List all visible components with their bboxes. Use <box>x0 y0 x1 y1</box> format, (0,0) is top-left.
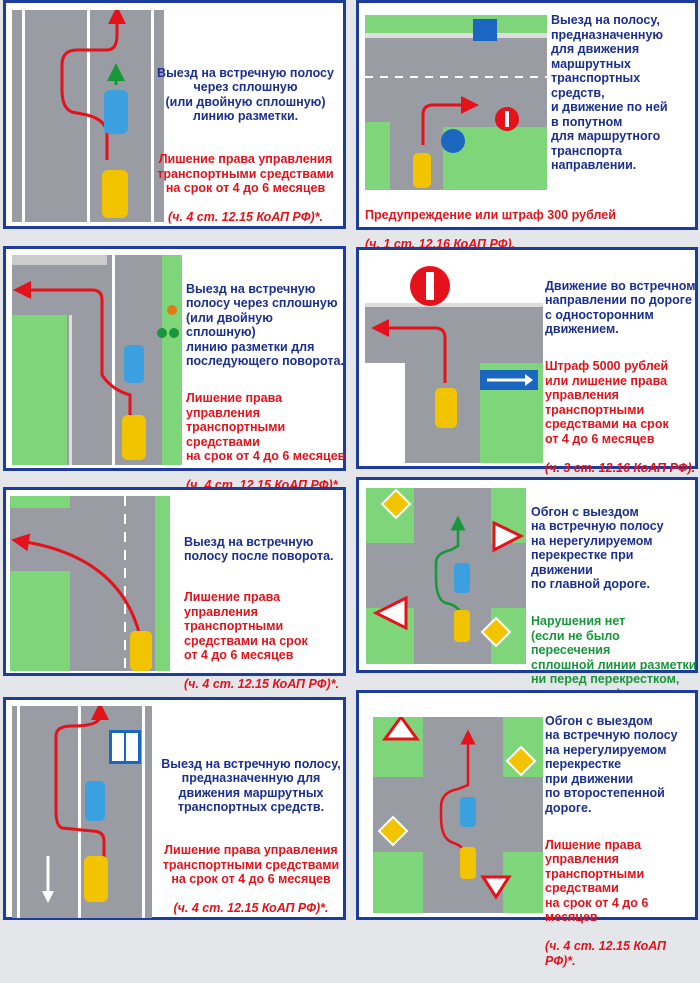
blue-car <box>454 563 470 593</box>
yield-sign <box>492 520 525 553</box>
traffic-light <box>157 305 179 338</box>
penalty: Лишение права управления транспортными с… <box>162 843 340 886</box>
law-reference: (ч. 3 ст. 12.16 КоАП РФ). <box>545 460 696 475</box>
diagram-after-turn <box>10 496 170 671</box>
penalty: Лишение права управления транспортными с… <box>157 152 334 195</box>
description: Выезд на полосу, предназначенную для дви… <box>551 13 668 172</box>
yield-sign <box>480 875 512 900</box>
bus-lane-sign <box>473 19 497 41</box>
blue-car <box>124 345 144 383</box>
diagram-oncoming-solid <box>12 10 164 222</box>
diagram-bus-lane <box>365 15 547 190</box>
diagram-one-way <box>365 258 543 463</box>
yellow-car <box>122 415 146 460</box>
diagram-secondary-road <box>373 717 543 913</box>
panel-overtake-main-road: Обгон с выездом на встречную полосу на н… <box>356 477 698 701</box>
bus-lane-sign <box>109 730 141 764</box>
description: Выезд на встречную полосу после поворота… <box>184 534 334 564</box>
description: Обгон с выездом на встречную полосу на н… <box>531 504 664 592</box>
yellow-car <box>130 631 152 671</box>
panel-bus-lane-same-direction: Выезд на полосу, предназначенную для дви… <box>356 0 698 251</box>
panel-oncoming-solid-line: Выезд на встречную полосу через сплошную… <box>3 0 346 229</box>
panel-oncoming-bus-lane: Выезд на встречную полосу, предназначенн… <box>3 697 346 920</box>
yellow-car <box>454 610 470 642</box>
verdict: Нарушения нет (если не было пересечения … <box>531 614 697 701</box>
yield-sign <box>372 595 408 631</box>
yellow-car <box>102 170 128 218</box>
description: Выезд на встречную полосу через сплошную… <box>157 65 334 124</box>
description: Движение во встречном направлении по дор… <box>545 278 696 337</box>
yellow-car <box>413 153 431 188</box>
penalty: Лишение права управления транспортными с… <box>545 837 649 925</box>
penalty: Лишение права управления транспортными с… <box>186 391 346 463</box>
main-road-sign <box>380 488 412 520</box>
panel-one-way-wrong-direction: Движение во встречном направлении по дор… <box>356 247 698 475</box>
penalty: Лишение права управления транспортными с… <box>184 590 308 662</box>
main-road-sign <box>377 815 409 847</box>
yellow-car <box>435 388 457 428</box>
penalty: Предупреждение или штраф 300 рублей <box>365 207 616 222</box>
turn-left-sign <box>441 129 465 153</box>
main-road-sign <box>480 616 512 648</box>
diagram-main-road <box>366 488 526 664</box>
panel-oncoming-for-turn: Выезд на встречную полосу через сплошную… <box>3 246 346 492</box>
law-reference: (ч. 4 ст. 12.15 КоАП РФ)*. <box>167 210 324 224</box>
description: Выезд на встречную полосу через сплошную… <box>186 281 344 369</box>
panel-overtake-secondary-road: Обгон с выездом на встречную полосу на н… <box>356 690 698 968</box>
blue-car <box>85 781 105 821</box>
law-reference: (ч. 4 ст. 12.15 КоАП РФ)*. <box>184 677 340 691</box>
yellow-car <box>460 847 476 879</box>
description: Выезд на встречную полосу, предназначенн… <box>161 756 341 815</box>
yellow-car <box>84 856 108 902</box>
law-reference: (ч. 4 ст. 12.15 КоАП РФ)*. <box>545 939 666 968</box>
law-reference: (ч. 4 ст. 12.15 КоАП РФ)*. <box>173 901 329 915</box>
diagram-oncoming-turn <box>12 255 182 465</box>
blue-car <box>104 90 128 134</box>
penalty: Штраф 5000 рублей или лишение права упра… <box>545 359 669 446</box>
yield-sign <box>382 717 420 741</box>
description: Обгон с выездом на встречную полосу на н… <box>545 713 678 815</box>
main-road-sign <box>505 745 537 777</box>
panel-oncoming-after-turn: Выезд на встречную полосу после поворота… <box>3 487 346 691</box>
blue-car <box>460 797 476 827</box>
